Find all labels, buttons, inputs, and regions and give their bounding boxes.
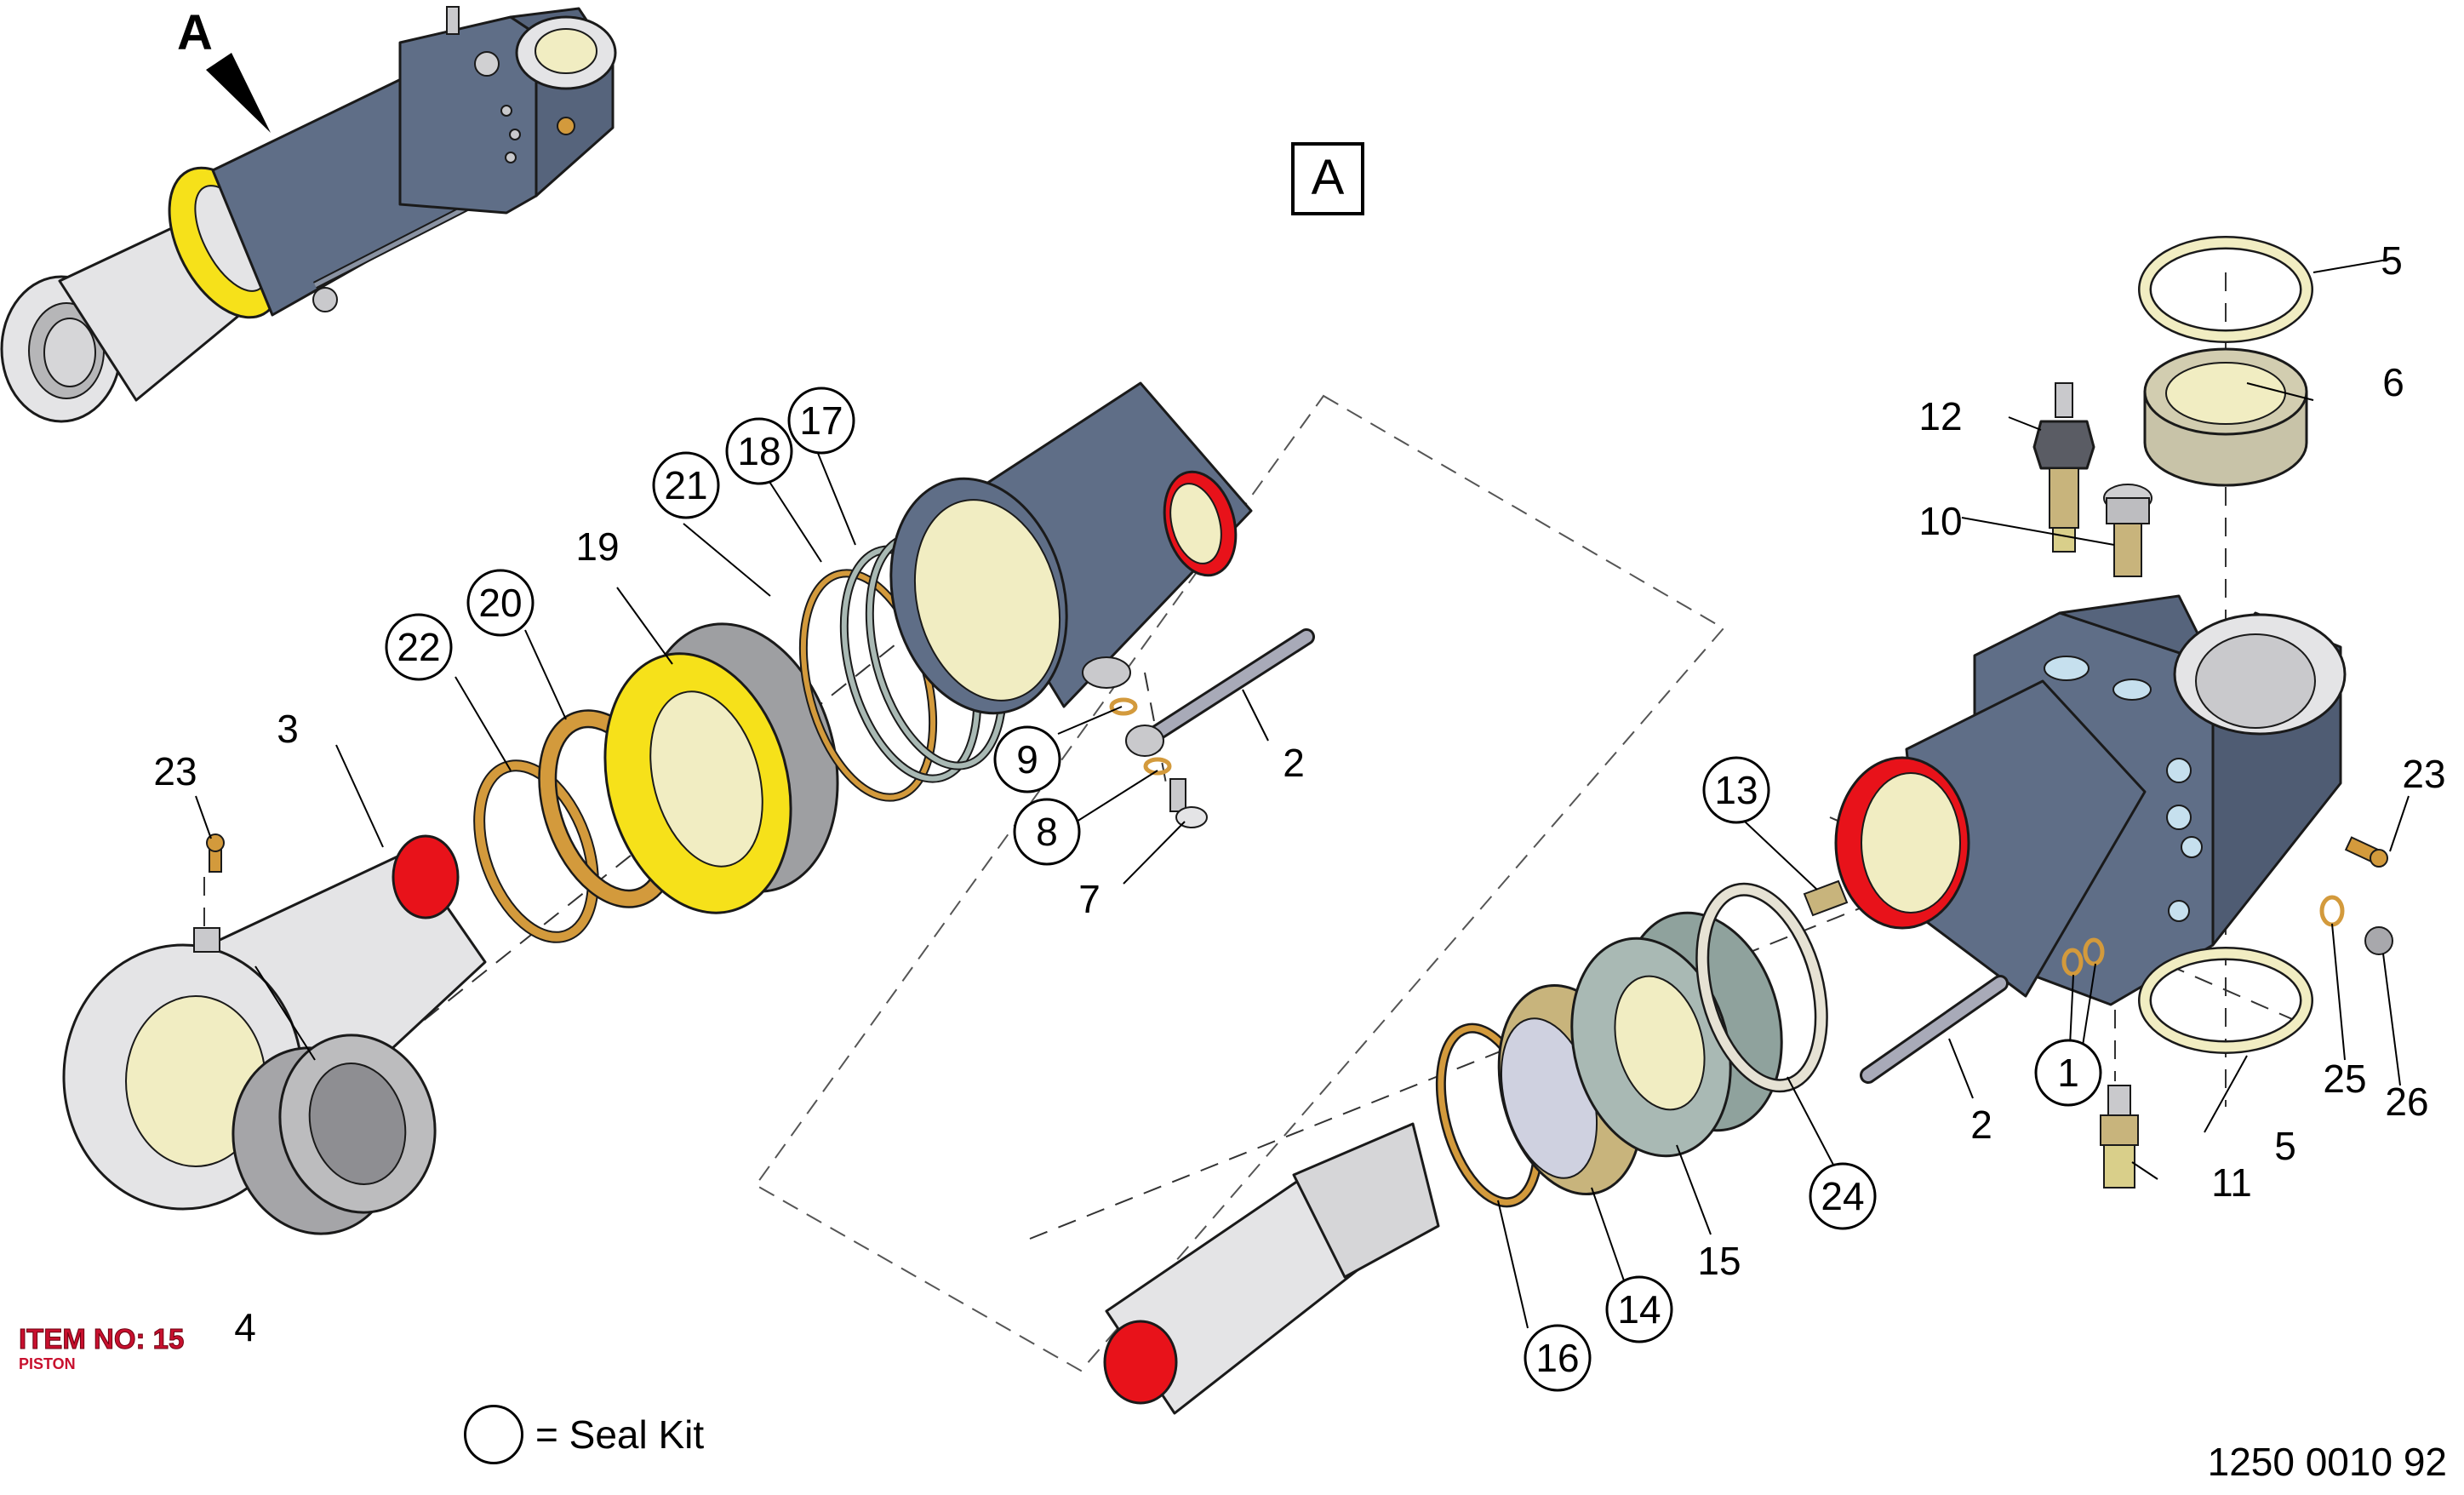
callout-25: 25 [2323,1057,2366,1101]
seal-kit-circle-icon [464,1405,523,1464]
item-note: ITEM NO: 15 PISTON [18,1323,185,1372]
cylinder-tube [889,381,1253,715]
callout-16: 16 [1535,1336,1579,1380]
callout-12: 12 [1918,394,1962,438]
grease-nipple-23-right [2344,836,2388,868]
callout-labels: 22 20 21 18 17 9 8 13 16 14 24 1 3 23 4 … [153,238,2445,1380]
piston-15 [1570,911,1783,1158]
valve-10 [2103,484,2152,577]
callout-18: 18 [737,429,780,473]
piston-rod [1103,1122,1440,1415]
leader-lines [195,259,2410,1329]
wear-ring-24 [1695,882,1828,1093]
callout-20: 20 [478,581,522,625]
view-letter: A [177,5,213,60]
view-box [1291,142,1364,215]
rod-subassembly-frame [754,394,1725,1372]
item-note-title: ITEM NO: 15 [18,1323,185,1355]
callout-23-left: 23 [153,749,197,793]
callout-13: 13 [1714,768,1758,812]
callout-2-right: 2 [1970,1103,1992,1147]
seal-25-plug-26 [2319,895,2393,955]
item-note-subtitle: PISTON [19,1355,76,1372]
callout-7: 7 [1078,877,1101,921]
tube-line-2-left [1125,628,1315,757]
circlip-5-top [2138,236,2313,343]
cylinder-base [1834,594,2347,1006]
callout-24: 24 [1821,1174,1864,1218]
valve-11 [2100,1085,2139,1189]
tube-line-2-right [1860,975,2009,1084]
o-rings-1 [2061,937,2105,977]
callout-2-left: 2 [1283,741,1305,785]
callout-1: 1 [2057,1051,2079,1095]
drawing-number: 1250 0010 92 [2207,1440,2447,1484]
head-nut-19 [603,622,839,914]
seal-kit-legend: = Seal Kit [464,1405,704,1464]
callout-21: 21 [664,463,707,507]
set-screw-13 [1803,879,1849,917]
overview-cylinder-assembly [0,6,617,423]
circlip-5-bottom [2138,947,2313,1054]
bushing-4 [232,1034,437,1235]
callout-22: 22 [397,625,440,669]
callout-9: 9 [1016,737,1038,782]
callout-11: 11 [2211,1160,2252,1205]
callout-14: 14 [1617,1287,1661,1332]
callout-circles [385,387,2102,1392]
callout-10: 10 [1918,499,1962,543]
callout-4: 4 [234,1305,256,1349]
callout-5-top: 5 [2381,238,2403,283]
seal-kit-legend-text: = Seal Kit [535,1412,705,1457]
callout-23-right: 23 [2402,752,2445,796]
grease-nipple-23-left [206,833,225,873]
callout-19: 19 [575,524,619,569]
view-box-label: A [1312,150,1345,205]
callout-15: 15 [1697,1239,1741,1283]
valve-12 [2032,382,2095,553]
callout-3: 3 [277,707,299,751]
bearing-6 [2143,347,2308,487]
callout-6: 6 [2382,360,2404,404]
view-arrow [206,53,271,133]
callout-26: 26 [2385,1080,2428,1124]
callout-17: 17 [799,398,843,443]
callout-5-bottom: 5 [2274,1124,2296,1168]
callout-8: 8 [1036,810,1058,854]
